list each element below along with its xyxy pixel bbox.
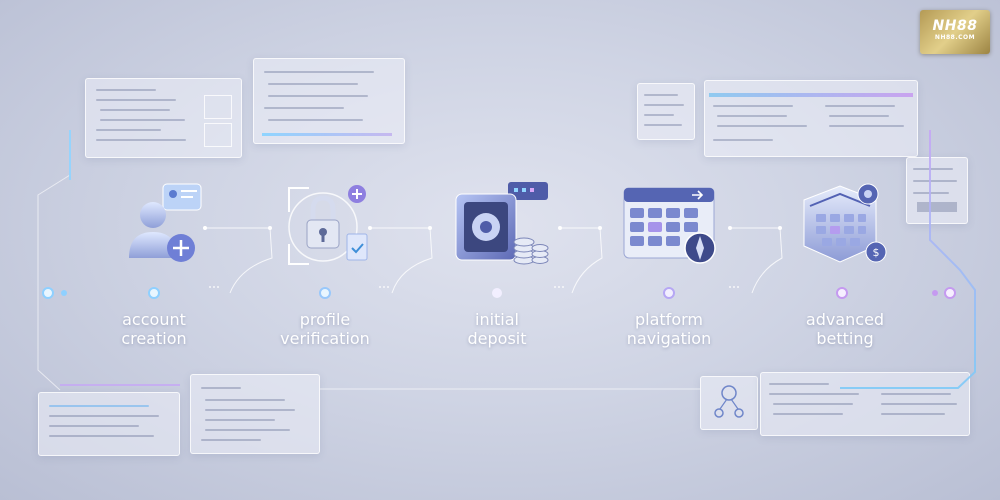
- code-panel-top-left: [85, 78, 242, 158]
- code-panel-top-center: [253, 58, 405, 144]
- vault-coins-icon: [452, 180, 552, 270]
- code-panel-bottom-right: [760, 372, 970, 436]
- code-panel-right-edge: [906, 157, 968, 224]
- step-label-profile-verification: profile verification: [280, 310, 370, 348]
- brand-logo[interactable]: NH88 NH88.COM: [920, 10, 990, 54]
- step-label-initial-deposit: initial deposit: [467, 310, 527, 348]
- step-label-advanced-betting: advanced betting: [805, 310, 885, 348]
- chip-grid-icon: $: [790, 180, 890, 268]
- code-panel-top-right: [704, 80, 918, 157]
- lock-document-icon: [283, 182, 373, 270]
- step-label-account-creation: account creation: [121, 310, 187, 348]
- logo-brand-text: NH88: [932, 18, 978, 34]
- code-panel-top-right-small: [637, 83, 695, 140]
- network-node-panel: [700, 376, 758, 430]
- step-label-platform-navigation: platform navigation: [626, 310, 712, 348]
- keypad-compass-icon: [622, 186, 722, 268]
- logo-domain-text: NH88.COM: [934, 34, 976, 41]
- user-add-icon: [115, 180, 205, 265]
- code-panel-bottom-center-left: [190, 374, 320, 454]
- svg-text:$: $: [873, 246, 880, 259]
- code-panel-bottom-left: [38, 392, 180, 456]
